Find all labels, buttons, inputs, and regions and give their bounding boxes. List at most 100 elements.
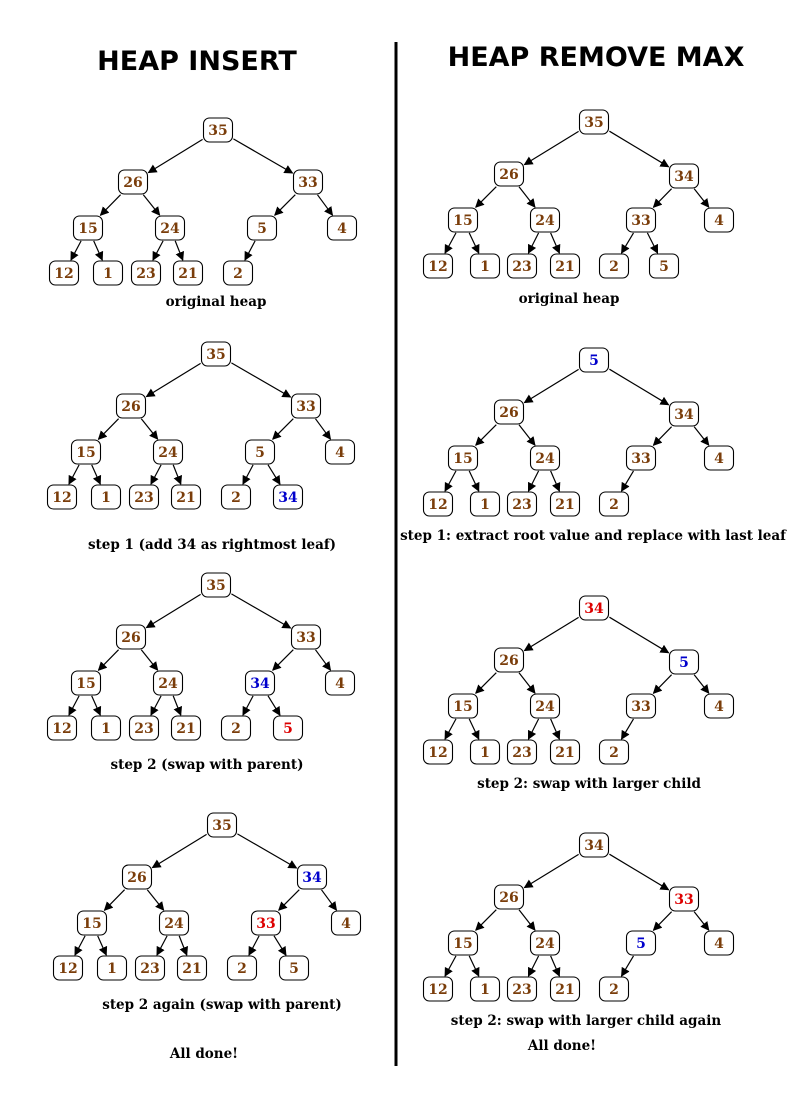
heap-node: 15 xyxy=(76,910,108,936)
heap-node-box xyxy=(703,207,735,233)
heap-node-box xyxy=(46,484,78,510)
heap-node: 12 xyxy=(52,955,84,981)
heap-node: 34 xyxy=(578,832,610,858)
heap-node: 1 xyxy=(92,260,124,286)
heap-node: 24 xyxy=(529,930,561,956)
heap-node-value: 33 xyxy=(296,630,315,646)
heap-node: 2 xyxy=(598,976,630,1002)
heap-node-box xyxy=(469,253,501,279)
caption-insert-step2-again: step 2 again (swap with parent) xyxy=(102,997,342,1013)
heap-node-value: 23 xyxy=(136,266,155,282)
heap-node: 35 xyxy=(200,572,232,598)
heap-node-box xyxy=(70,670,102,696)
heap-node: 21 xyxy=(176,955,208,981)
heap-node-value: 26 xyxy=(121,630,140,646)
heap-node-box xyxy=(158,910,190,936)
heap-node-box xyxy=(220,484,252,510)
heap-node-value: 33 xyxy=(296,399,315,415)
heap-node-value: 21 xyxy=(176,721,195,737)
heap-node: 2 xyxy=(220,484,252,510)
edge-b-d xyxy=(97,418,120,440)
heap-node-box xyxy=(170,715,202,741)
heap-node: 23 xyxy=(134,955,166,981)
caption-remove-original: original heap xyxy=(519,291,620,307)
caption-insert-step2: step 2 (swap with parent) xyxy=(111,757,304,773)
edge-f-l xyxy=(620,470,635,492)
heap-node-value: 2 xyxy=(609,497,619,513)
heap-node-box xyxy=(226,955,258,981)
heap-node-value: 1 xyxy=(101,721,111,737)
edge-f-l xyxy=(242,464,254,485)
heap-remove-max-heading: HEAP REMOVE MAX xyxy=(448,42,745,73)
heap-node: 33 xyxy=(625,693,657,719)
edge-d-i xyxy=(468,718,480,740)
heap-node-value: 34 xyxy=(674,407,694,423)
heap-node: 34 xyxy=(578,595,610,621)
edge-f-l xyxy=(620,955,635,977)
heap-node-value: 33 xyxy=(631,699,650,715)
heap-node-value: 21 xyxy=(178,266,197,282)
heap-node: 23 xyxy=(506,976,538,1002)
edge-d-h xyxy=(70,240,82,261)
edge-d-h xyxy=(444,955,457,977)
heap-node-box xyxy=(96,955,128,981)
heap-node-box xyxy=(246,215,278,241)
heap-node: 5 xyxy=(648,253,680,279)
heap-node: 1 xyxy=(469,253,501,279)
edge-f-m xyxy=(273,935,287,956)
edge-f-l xyxy=(242,695,254,716)
edge-a-b xyxy=(523,130,579,166)
heap-node-box xyxy=(250,910,282,936)
heap-node-box xyxy=(422,976,454,1002)
heap-node-box xyxy=(272,484,304,510)
heap-node-box xyxy=(668,401,700,427)
heap-node-value: 24 xyxy=(535,451,555,467)
edge-a-c xyxy=(237,833,298,869)
heap-node: 33 xyxy=(292,169,324,195)
heap-node-box xyxy=(128,484,160,510)
edge-d-i xyxy=(93,240,104,261)
edge-b-d xyxy=(475,909,497,931)
heap-node: 15 xyxy=(447,207,479,233)
heap-node-value: 24 xyxy=(158,445,178,461)
heap-node-box xyxy=(493,399,525,425)
heap-node: 5 xyxy=(578,347,610,373)
heap-node: 21 xyxy=(170,715,202,741)
heap-node-box xyxy=(578,347,610,373)
heap-node-box xyxy=(506,739,538,765)
edge-f-m xyxy=(646,232,659,254)
edge-e-k xyxy=(172,464,183,485)
heap-node-value: 35 xyxy=(206,347,225,363)
heap-node: 35 xyxy=(202,117,234,143)
heap-node: 24 xyxy=(158,910,190,936)
heap-node-box xyxy=(90,715,122,741)
heap-node: 5 xyxy=(244,439,276,465)
heap-node: 34 xyxy=(244,670,276,696)
heap-node-value: 2 xyxy=(231,721,241,737)
heap-node-value: 5 xyxy=(636,936,646,952)
heap-node-value: 5 xyxy=(589,353,599,369)
heap-node-box xyxy=(128,715,160,741)
heap-node-box xyxy=(625,693,657,719)
heap-node-box xyxy=(668,649,700,675)
heap-node-value: 1 xyxy=(480,982,490,998)
heap-node: 4 xyxy=(324,439,356,465)
heap-node: 26 xyxy=(117,169,149,195)
heap-node-box xyxy=(506,491,538,517)
heap-node: 12 xyxy=(46,715,78,741)
heap-node-value: 23 xyxy=(512,497,531,513)
edge-b-e xyxy=(140,418,159,440)
heap-node-value: 21 xyxy=(176,490,195,506)
heap-node-value: 21 xyxy=(555,982,574,998)
heap-node-value: 1 xyxy=(480,745,490,761)
edge-c-g xyxy=(693,911,710,931)
edge-a-b xyxy=(147,138,203,174)
heap-node-value: 1 xyxy=(480,497,490,513)
heap-node-value: 23 xyxy=(140,961,159,977)
heap-node: 15 xyxy=(447,445,479,471)
edge-c-g xyxy=(317,194,334,216)
heap-node-value: 4 xyxy=(714,451,724,467)
